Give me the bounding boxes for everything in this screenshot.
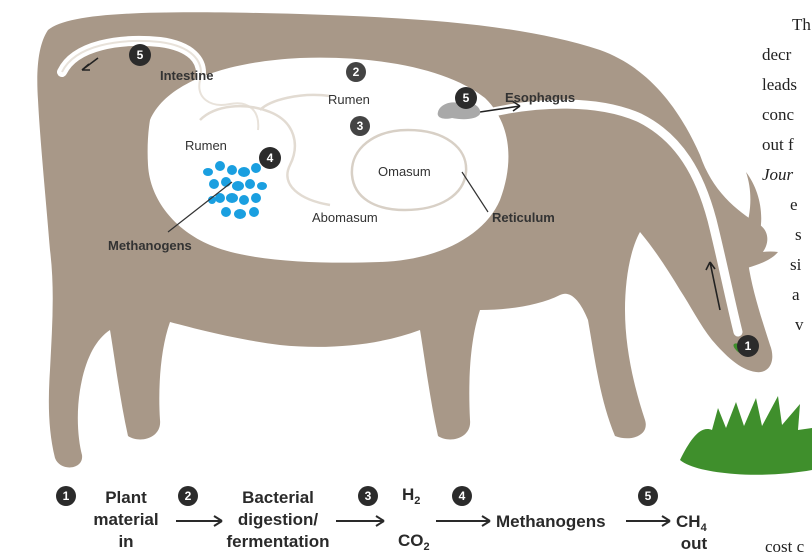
marker-5-esophagus: 5 (455, 87, 477, 109)
equation-step-1: 1 Plant material in (56, 486, 159, 551)
svg-text:CH4: CH4 (676, 512, 708, 534)
svg-text:in: in (118, 532, 133, 551)
svg-text:1: 1 (63, 489, 70, 503)
svg-text:5: 5 (463, 91, 470, 105)
svg-text:out f: out f (762, 135, 794, 154)
svg-text:5: 5 (137, 48, 144, 62)
svg-text:2: 2 (185, 489, 192, 503)
arrow-1-2 (176, 516, 222, 526)
label-omasum: Omasum (378, 164, 431, 179)
svg-text:4: 4 (459, 489, 466, 503)
label-abomasum: Abomasum (312, 210, 378, 225)
svg-text:si: si (790, 255, 802, 274)
side-text: Th decr leads conc out f Jour e s si a v… (762, 15, 811, 556)
label-reticulum: Reticulum (492, 210, 555, 225)
equation-step-3: 3 H2 CO2 (336, 485, 430, 553)
label-rumen-lower: Rumen (185, 138, 227, 153)
svg-text:fermentation: fermentation (227, 532, 330, 551)
svg-text:5: 5 (645, 489, 652, 503)
svg-text:material: material (93, 510, 158, 529)
equation-step-5: 5 CH4 out (626, 486, 708, 553)
marker-2: 2 (346, 62, 366, 82)
arrow-2-3 (336, 516, 384, 526)
svg-text:3: 3 (357, 119, 364, 133)
svg-text:cost c: cost c (765, 537, 805, 556)
svg-text:4: 4 (267, 151, 274, 165)
svg-text:conc: conc (762, 105, 795, 124)
svg-text:H2: H2 (402, 485, 420, 507)
grass-tuft (680, 396, 812, 475)
svg-text:out: out (681, 534, 708, 553)
equation-step-2: 2 Bacterial digestion/ fermentation (176, 486, 329, 551)
svg-text:decr: decr (762, 45, 792, 64)
marker-1: 1 (737, 335, 759, 357)
svg-text:e: e (790, 195, 798, 214)
svg-text:1: 1 (745, 339, 752, 353)
svg-text:2: 2 (353, 65, 360, 79)
arrow-4-5 (626, 516, 670, 526)
svg-text:v: v (795, 315, 804, 334)
svg-text:digestion/: digestion/ (238, 510, 319, 529)
svg-text:s: s (795, 225, 802, 244)
svg-text:Plant: Plant (105, 488, 147, 507)
svg-text:leads: leads (762, 75, 797, 94)
svg-text:CO2: CO2 (398, 531, 430, 553)
marker-4: 4 (259, 147, 281, 169)
svg-text:Jour: Jour (762, 165, 794, 184)
svg-text:Bacterial: Bacterial (242, 488, 314, 507)
marker-3: 3 (350, 116, 370, 136)
label-rumen-upper: Rumen (328, 92, 370, 107)
label-methanogens: Methanogens (108, 238, 192, 253)
label-intestine: Intestine (160, 68, 213, 83)
svg-text:Methanogens: Methanogens (496, 512, 606, 531)
arrow-3-4 (436, 516, 490, 526)
svg-text:3: 3 (365, 489, 372, 503)
label-esophagus: Esophagus (505, 90, 575, 105)
svg-text:Th: Th (792, 15, 811, 34)
svg-text:a: a (792, 285, 800, 304)
marker-5-intestine: 5 (129, 44, 151, 66)
equation-step-4: 4 Methanogens (436, 486, 606, 531)
